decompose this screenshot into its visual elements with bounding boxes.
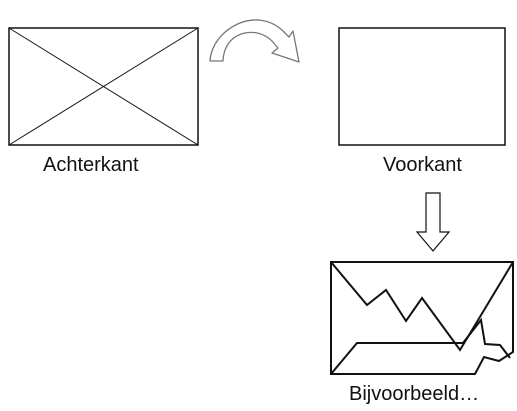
curved-arrow-right-icon [209,19,300,63]
envelope-example-torn-edge [330,317,511,375]
label-front: Voorkant [383,154,462,176]
label-example: Bijvoorbeeld… [349,383,480,405]
envelope-front [338,27,506,146]
down-arrow-icon [415,192,451,252]
envelope-back-diagonal-2 [8,27,199,146]
envelope-back [8,27,199,146]
label-back: Achterkant [43,154,139,176]
envelope-example-frame [330,261,514,375]
envelope-example [330,261,514,375]
envelope-example-flap [330,261,514,352]
